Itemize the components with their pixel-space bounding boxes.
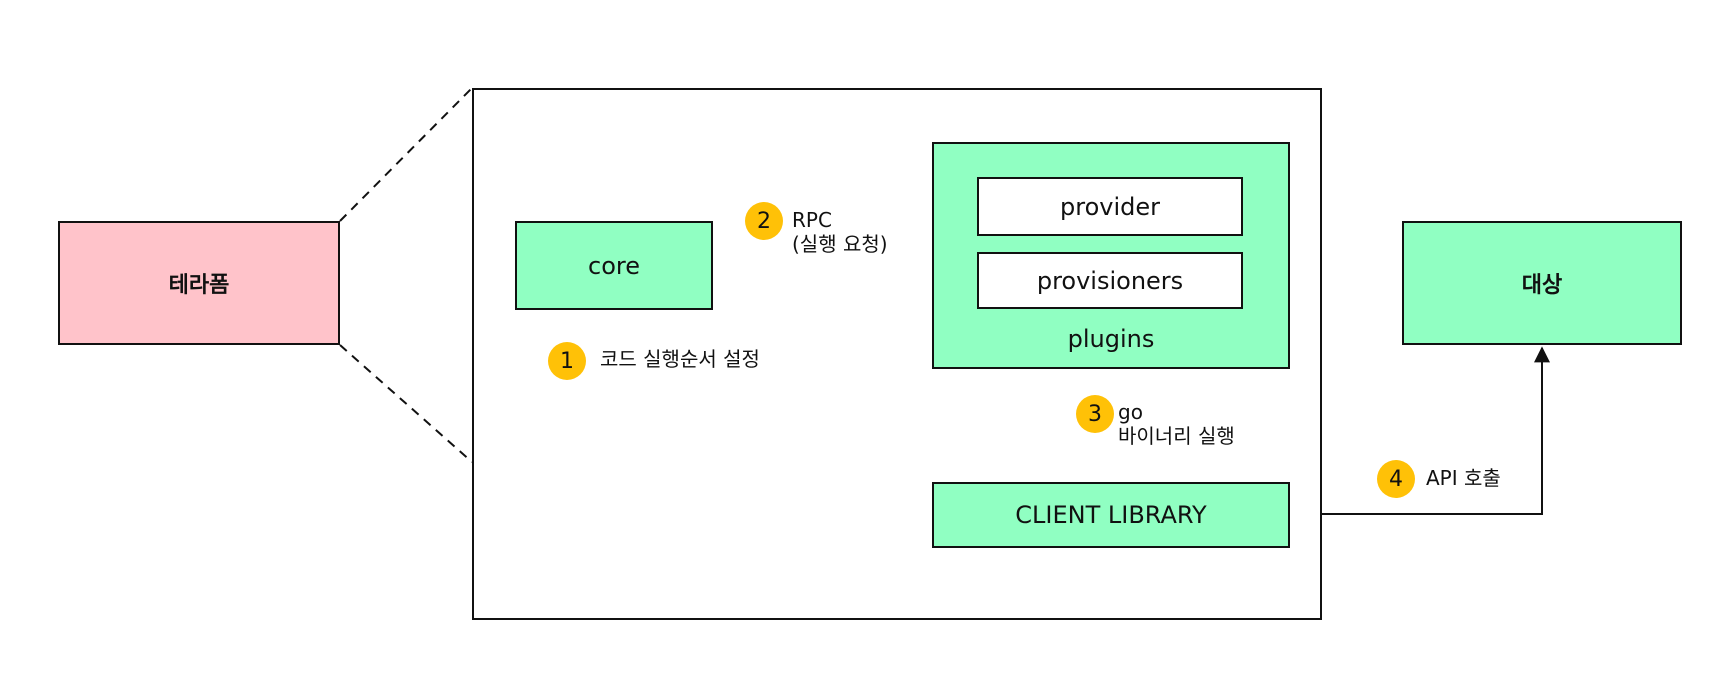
step-3-line-2: 바이너리 실행: [1118, 424, 1235, 448]
core-node: core: [515, 221, 713, 310]
provider-label: provider: [1060, 192, 1160, 221]
provisioners-label: provisioners: [1036, 266, 1184, 295]
step-3-badge: 3: [1076, 395, 1114, 433]
step-2-badge: 2: [745, 202, 783, 240]
target-node: 대상: [1402, 221, 1682, 345]
api-call-arrow: [1290, 346, 1550, 522]
step-2-note: RPC (실행 요청): [792, 208, 888, 256]
client-library-label: CLIENT LIBRARY: [1015, 501, 1207, 529]
zoom-dashed-line-top: [339, 87, 473, 222]
step-2-line-1: RPC: [792, 208, 832, 232]
step-3-note: go 바이너리 실행: [1118, 400, 1235, 448]
client-library-node: CLIENT LIBRARY: [932, 482, 1290, 548]
step-4-badge: 4: [1377, 460, 1415, 498]
step-3-line-1: go: [1118, 400, 1143, 424]
step-1-badge: 1: [548, 342, 586, 380]
provisioners-node: provisioners: [977, 252, 1243, 309]
step-2-line-2: (실행 요청): [792, 232, 888, 256]
zoom-dashed-line-bottom: [339, 344, 473, 463]
core-label: core: [588, 251, 640, 280]
terraform-label: 테라폼: [168, 273, 230, 298]
step-1-note: 코드 실행순서 설정: [600, 347, 760, 371]
step-4-note: API 호출: [1426, 466, 1501, 490]
plugins-label: plugins: [1067, 325, 1155, 353]
terraform-node: 테라폼: [58, 221, 340, 345]
provider-node: provider: [977, 177, 1243, 236]
step-4-line-1: API 호출: [1426, 466, 1501, 490]
target-label: 대상: [1521, 273, 1563, 298]
step-1-line-1: 코드 실행순서 설정: [600, 347, 760, 371]
